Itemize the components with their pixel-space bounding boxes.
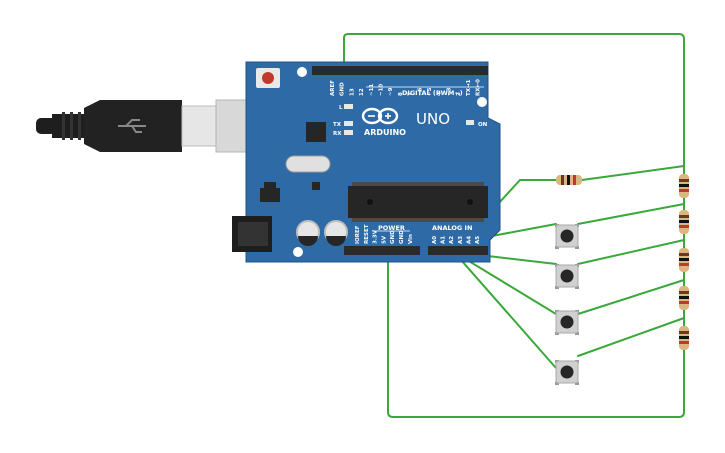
analog-label: ANALOG IN (432, 224, 472, 232)
pin-label: Vin (408, 234, 414, 244)
brand-text: ARDUINO (364, 128, 406, 137)
arduino-logo (361, 107, 399, 125)
pin-label: ~6 (417, 87, 423, 96)
power-header[interactable] (344, 246, 420, 255)
resistor-vertical[interactable] (679, 326, 689, 350)
pin-label: GND (390, 230, 396, 244)
pin-label: RX←0 (476, 79, 482, 96)
digital-label: DIGITAL (PWM~) (402, 89, 463, 97)
pin-label: IOREF (355, 225, 361, 244)
pin-label: A2 (449, 236, 455, 244)
wire-a0-button-4[interactable] (453, 251, 557, 369)
pin-label: A1 (441, 236, 447, 244)
usb-symbol-icon (118, 119, 146, 133)
pin-label: 2 (456, 92, 462, 96)
pin-label: AREF (330, 80, 336, 96)
pushbutton[interactable] (555, 224, 579, 249)
wire-gnd-top[interactable] (343, 33, 685, 177)
resistor-ladder (679, 174, 689, 350)
digital-header[interactable] (312, 66, 488, 75)
pin-label: 4 (437, 92, 443, 96)
pin-label: ~11 (369, 84, 375, 96)
reset-button[interactable] (256, 68, 280, 88)
pin-label: GND (340, 82, 346, 96)
crystal-oscillator (285, 155, 331, 173)
analog-header[interactable] (428, 246, 488, 255)
pin-label: 3.3V (373, 229, 379, 244)
pin-label: GND (399, 230, 405, 244)
pin-label: A0 (432, 236, 438, 244)
usb-cable[interactable] (36, 99, 267, 153)
pin-label: TX→1 (466, 79, 472, 96)
wire-button-3-r[interactable] (577, 279, 685, 315)
pushbutton[interactable] (555, 360, 579, 385)
pin-label: 5V (381, 235, 387, 244)
wire-button-4-r[interactable] (577, 317, 685, 357)
pin-label: 13 (349, 88, 355, 96)
pin-label: ~9 (388, 87, 394, 96)
mount-hole (293, 247, 303, 257)
power-jack[interactable] (232, 216, 272, 252)
voltage-regulator (260, 188, 280, 202)
atmega-chip (348, 182, 488, 222)
pin-label: A5 (475, 236, 481, 244)
capacitor (296, 220, 320, 246)
pushbuttons (555, 224, 579, 385)
pin-label: 8 (398, 92, 404, 96)
pin-label: ~5 (427, 87, 433, 96)
svg-text:ON: ON (478, 122, 488, 128)
mount-hole (297, 67, 307, 77)
status-leds: L TX RX ON (333, 104, 488, 137)
pin-label: ~10 (379, 84, 385, 96)
pin-label: 7 (408, 92, 414, 96)
wire-resistor-rail[interactable] (581, 165, 685, 181)
pushbutton[interactable] (555, 264, 579, 289)
mount-hole (477, 97, 487, 107)
resistor-vertical[interactable] (679, 174, 689, 198)
resistor-vertical[interactable] (679, 286, 689, 310)
resistor-vertical[interactable] (679, 210, 689, 234)
model-text: UNO (416, 110, 450, 128)
wire-button-1-r[interactable] (577, 203, 685, 225)
svg-text:RX: RX (333, 131, 342, 137)
pin-label: 12 (359, 88, 365, 96)
usb-controller-chip (306, 122, 326, 142)
wire-button-2-r[interactable] (577, 239, 685, 265)
resistor-horizontal[interactable] (556, 175, 582, 185)
pin-label: A4 (466, 236, 472, 244)
resistor-vertical[interactable] (679, 248, 689, 272)
pin-label: RESET (364, 224, 370, 244)
capacitor (324, 220, 348, 246)
pin-label: A3 (458, 236, 464, 244)
svg-text:TX: TX (333, 122, 342, 128)
power-label: POWER (378, 224, 405, 232)
svg-text:L: L (339, 105, 343, 111)
pushbutton[interactable] (555, 310, 579, 335)
pin-label: ~3 (446, 87, 452, 96)
